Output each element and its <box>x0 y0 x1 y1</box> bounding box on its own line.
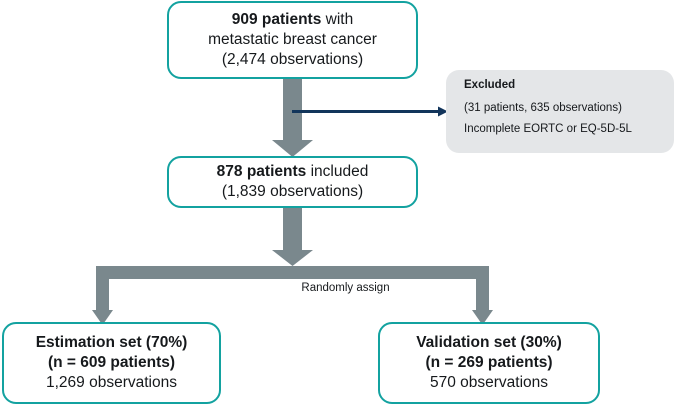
excluded-heading: Excluded <box>464 79 516 91</box>
excluded-counts: (31 patients, 635 observations) <box>464 101 622 114</box>
cohort-count: 909 patients <box>231 10 322 28</box>
estimation-title: Estimation set (70%) <box>35 333 188 351</box>
cohort-line-2: metastatic breast cancer <box>208 30 377 48</box>
arrow-split-bar <box>92 266 493 325</box>
arrow-cohort-to-included <box>272 79 313 157</box>
cohort-line-1-rest: with <box>321 10 354 28</box>
estimation-observations: 1,269 observations <box>46 374 177 392</box>
included-count: 878 patients <box>216 162 307 180</box>
validation-observations: 570 observations <box>429 374 549 392</box>
validation-patients: (n = 269 patients) <box>425 353 553 371</box>
excluded-reason: Incomplete EORTC or EQ-5D-5L <box>464 123 632 135</box>
included-box: 878 patients included (1,839 observation… <box>167 156 418 208</box>
included-line-1-rest: included <box>306 162 369 180</box>
arrow-included-to-split <box>272 208 313 266</box>
cohort-line-3: (2,474 observations) <box>221 51 364 69</box>
split-label: Randomly assign <box>0 282 685 294</box>
split-label-text: Randomly assign <box>301 282 390 294</box>
validation-title: Validation set (30%) <box>416 333 562 351</box>
excluded-box: Excluded (31 patients, 635 observations)… <box>446 70 674 153</box>
cohort-box: 909 patients with metastatic breast canc… <box>167 1 418 79</box>
cohort-line-1: 909 patients with <box>232 10 353 30</box>
arrow-to-excluded <box>292 106 448 117</box>
included-line-2: (1,839 observations) <box>221 183 364 200</box>
validation-set-box: Validation set (30%) (n = 269 patients) … <box>378 322 600 404</box>
included-line-1: 878 patients included <box>217 162 369 182</box>
estimation-set-box: Estimation set (70%) (n = 609 patients) … <box>2 322 221 404</box>
estimation-patients: (n = 609 patients) <box>47 353 176 371</box>
